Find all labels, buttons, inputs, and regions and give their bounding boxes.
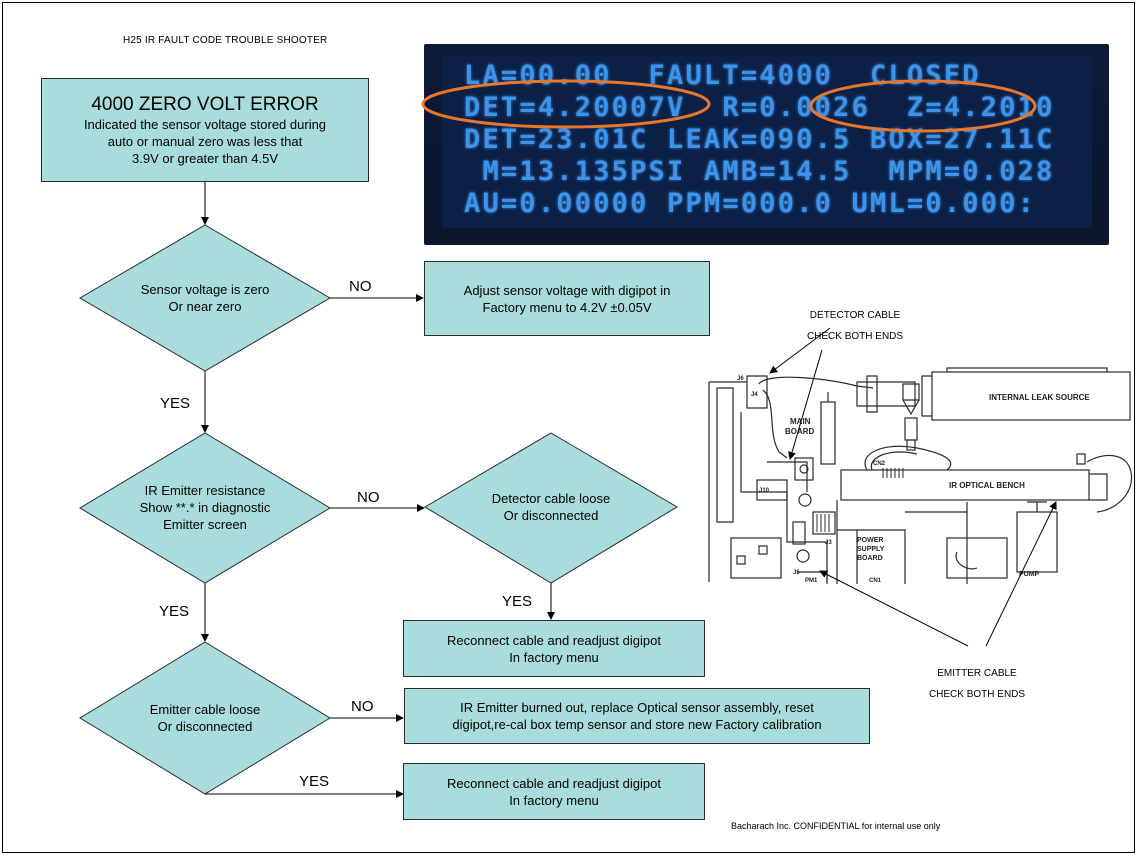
action-reconnect-emitter: Reconnect cable and readjust digipot In … [403,763,705,820]
highlight-ring-z [811,81,1035,131]
action-reconnect-detector: Reconnect cable and readjust digipot In … [403,620,705,677]
label-pm1: PM1 [805,578,818,584]
edge-label-yes-1: YES [160,395,190,412]
label-j10: J10 [759,488,770,494]
action-reconnect-emitter-text: Reconnect cable and readjust digipot In … [447,775,661,809]
label-j5: J5 [793,570,800,576]
edge-label-yes-2: YES [159,603,189,620]
label-cn2: CN2 [873,461,886,467]
label-j3: J3 [825,540,832,546]
label-ir-optical-bench: IR OPTICAL BENCH [949,481,1025,490]
label-power-2: SUPPLY [857,546,885,553]
action-replace-emitter-text: IR Emitter burned out, replace Optical s… [452,699,821,733]
label-main-1: MAIN [790,417,811,426]
label-cn1: CN1 [869,578,882,584]
label-j6: J6 [737,376,744,382]
edge-label-no-1: NO [349,278,372,295]
action-replace-emitter: IR Emitter burned out, replace Optical s… [404,688,870,744]
decision-emitter-cable-text: Emitter cable loose Or disconnected [95,701,315,735]
label-internal-leak-source: INTERNAL LEAK SOURCE [989,393,1090,402]
decision-detector-cable-text: Detector cable loose Or disconnected [441,490,661,524]
edge-label-yes-4: YES [299,773,329,790]
emitter-cable-note-line1: EMITTER CABLE [902,668,1052,679]
error-description: Indicated the sensor voltage stored duri… [84,116,326,167]
board-layout-drawing: INTERNAL LEAK SOURCE MAIN BOARD IR OPTIC… [707,362,1133,584]
label-main-2: BOARD [785,427,815,436]
label-pump: PUMP [1019,571,1040,578]
edge-label-no-2: NO [357,489,380,506]
detector-cable-note-line2: CHECK BOTH ENDS [780,331,930,342]
label-power-1: POWER [857,537,883,544]
highlight-ring-det [423,81,709,127]
emitter-cable-note-line2: CHECK BOTH ENDS [902,689,1052,700]
decision-emitter-resistance-text: IR Emitter resistance Show **.* in diagn… [95,482,315,533]
action-adjust-voltage: Adjust sensor voltage with digipot in Fa… [424,261,710,336]
error-heading: 4000 ZERO VOLT ERROR [91,94,318,116]
confidential-footer: Bacharach Inc. CONFIDENTIAL for internal… [731,821,940,831]
label-j4: J4 [751,392,758,398]
decision-sensor-zero-text: Sensor voltage is zero Or near zero [95,281,315,315]
detector-cable-note-line1: DETECTOR CABLE [780,310,930,321]
start-box-zero-volt-error: 4000 ZERO VOLT ERROR Indicated the senso… [41,78,369,182]
label-power-3: BOARD [857,555,883,562]
edge-label-no-3: NO [351,698,374,715]
action-adjust-voltage-text: Adjust sensor voltage with digipot in Fa… [464,282,671,316]
edge-label-yes-3: YES [502,593,532,610]
action-reconnect-detector-text: Reconnect cable and readjust digipot In … [447,632,661,666]
